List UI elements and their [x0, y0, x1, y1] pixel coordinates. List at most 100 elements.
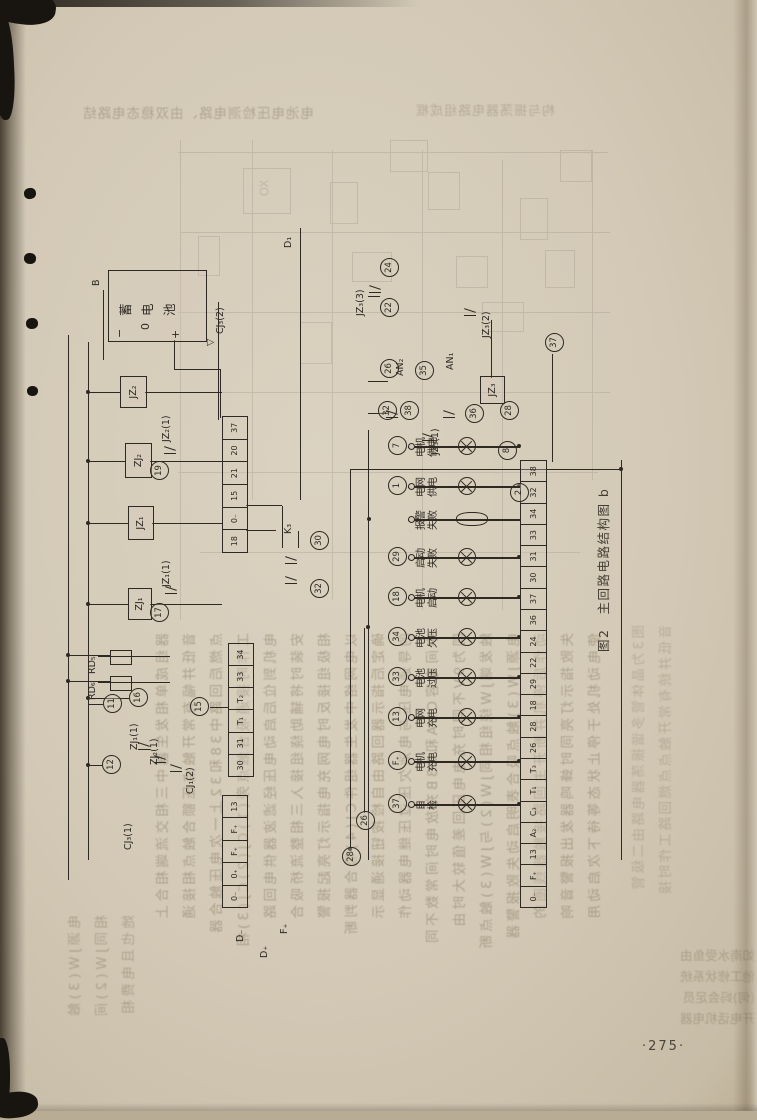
battery-label: 蓄 — [118, 303, 133, 316]
terminal-circle-19: 19 — [150, 461, 169, 480]
terminal-cell: 18 — [521, 695, 546, 717]
showthrough-line-shape — [178, 312, 610, 313]
figure-caption: 图2 主回路电路结构图 b — [596, 487, 611, 652]
terminal-cell: T₁ — [521, 780, 546, 802]
figure-label-RD₆: RD₆ — [87, 682, 98, 700]
terminal-cell: 37 — [521, 588, 546, 611]
lamp-label-电网供电: 电网供电 — [416, 474, 440, 500]
battery-plus-terminal: + — [169, 329, 182, 339]
wire — [350, 470, 352, 850]
lamp-label-line2: 检 — [428, 800, 439, 810]
lamp-label-line1: 报警 — [416, 510, 427, 530]
terminal-cell: 15 — [223, 484, 247, 508]
terminal-cell: 21 — [223, 462, 247, 485]
wire — [68, 335, 70, 880]
relay-contact-symbol — [164, 444, 176, 458]
junction-dot — [86, 459, 90, 463]
indicator-lamp — [458, 752, 476, 770]
page-top-edge-shadow — [0, 0, 420, 7]
terminal-cell: F₊ — [521, 865, 546, 887]
terminal-circle-32: 32 — [310, 579, 329, 598]
terminal-cell: T₃ — [521, 759, 546, 781]
junction-dot — [366, 625, 370, 629]
terminal-circle-36: 36 — [465, 404, 484, 423]
lamp-label-line2: 失败 — [428, 510, 439, 530]
terminal-cell: 34 — [229, 643, 253, 667]
relay-box-ZJ₁: ZJ₁ — [128, 588, 152, 620]
terminal-cell: C₃ — [521, 801, 546, 823]
figure-label-B: B — [91, 279, 102, 286]
junction-dot — [66, 653, 70, 657]
relay-box-JZ₃: JZ₃ — [480, 376, 505, 404]
wire — [88, 603, 128, 605]
figure-label-▽: ▽ — [205, 338, 216, 346]
showthrough-line-shape — [252, 140, 253, 500]
terminal-circle-33: 33 — [388, 667, 407, 686]
battery-zero: 0 — [139, 323, 152, 330]
lamp-label-line2: 启动 — [428, 588, 439, 608]
lamp-label-电网充电: 电网充电 — [416, 705, 440, 731]
figure-label-D₋: D₋ — [235, 929, 246, 942]
page-bottom-edge-shadow — [0, 1103, 757, 1111]
figure-label-F₊: F₊ — [279, 923, 290, 934]
fuse-symbol — [110, 650, 132, 665]
lamp-label-电池过压: 电池过压 — [416, 665, 440, 691]
terminal-cell: 26 — [521, 737, 546, 760]
showthrough-line-shape — [502, 160, 503, 610]
terminal-cell: T₁ — [229, 710, 253, 733]
terminal-cell: 18 — [230, 536, 239, 547]
showthrough-line-shape — [178, 472, 598, 473]
lamp-label-电池欠压: 电池欠压 — [416, 625, 440, 651]
terminal-circle-11: 11 — [103, 694, 122, 713]
lamp-terminal — [408, 554, 415, 561]
terminal-cell: 33 — [229, 666, 253, 689]
figure-label-AN₂: AN₂ — [395, 358, 406, 376]
showthrough-rect — [520, 198, 548, 240]
terminal-circle-28: 28 — [500, 401, 519, 420]
lamp-label-line1: 电池 — [416, 628, 427, 648]
junction-dot — [619, 467, 623, 471]
terminal-cell: T₂ — [229, 688, 253, 711]
figure-label-D₁: D₁ — [283, 236, 294, 248]
lamp-label-line2: 供电 — [428, 477, 439, 497]
relay-contact-symbol — [464, 306, 476, 320]
showthrough-rect — [482, 302, 524, 332]
relay-contact-symbol — [154, 753, 166, 767]
terminal-circle-30: 30 — [310, 531, 329, 550]
showthrough-line-shape — [178, 152, 608, 153]
wire — [552, 354, 554, 462]
relay-box-JZ₁: JZ₁ — [128, 506, 154, 540]
binding-mark-left-4 — [27, 386, 38, 396]
showthrough-line-shape — [592, 150, 593, 480]
terminal-circle-28: 28 — [342, 847, 361, 866]
terminal-cell: 29 — [521, 673, 546, 696]
lamp-label-电机启动: 电机启动 — [416, 585, 440, 611]
lamp-label-line1: 电网 — [416, 477, 427, 497]
terminal-cell: 37 — [223, 416, 247, 440]
lamp-label-line1: 电池 — [416, 668, 427, 688]
indicator-lamp — [458, 437, 476, 455]
terminal-strip-2: 0₋0₊F₊F₊13 — [222, 795, 248, 908]
terminal-cell: 0₋ — [223, 507, 247, 531]
battery-label: 池 — [162, 303, 177, 316]
showthrough-line-shape — [200, 552, 580, 553]
showthrough-line-shape — [180, 232, 610, 233]
lamp-label-报警失败: 报警失败 — [416, 507, 440, 533]
battery-minus-terminal: − — [113, 328, 126, 338]
terminal-cell: F₊ — [223, 818, 247, 841]
terminal-cell: 33 — [521, 524, 546, 547]
terminal-cell: 0₋ — [528, 892, 538, 902]
lamp-label-电机充电: 电机充电 — [416, 749, 440, 775]
terminal-circle-F₊: F₊ — [388, 751, 407, 770]
lamp-label-line1: 自 — [416, 800, 427, 810]
terminal-circle-35: 35 — [415, 361, 434, 380]
showthrough-line-shape — [422, 150, 423, 610]
relay-contact-symbol — [443, 408, 455, 422]
terminal-circle-24: 24 — [380, 258, 399, 277]
terminal-circle-17: 17 — [150, 603, 169, 622]
wire — [220, 370, 222, 418]
relay-contact-symbol — [285, 554, 297, 568]
